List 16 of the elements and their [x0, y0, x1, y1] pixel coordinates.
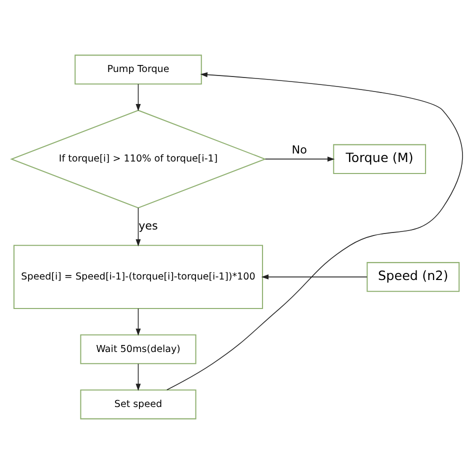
arrow — [136, 207, 141, 246]
arrow — [136, 308, 141, 336]
node-box: Wait 50ms(delay) — [80, 334, 196, 364]
arrow — [261, 274, 368, 280]
arrow — [136, 363, 141, 391]
node-box: Set speed — [80, 390, 196, 420]
edge-label: No — [292, 144, 307, 157]
arrow — [136, 84, 141, 112]
edge-label: yes — [138, 220, 158, 233]
arrow — [264, 156, 335, 162]
node-box: Pump Torque — [74, 54, 202, 84]
node-diamond: If torque[i] > 110% of torque[i-1] — [10, 110, 266, 208]
node-box: Torque (M) — [333, 144, 426, 174]
node-box: Speed (n2) — [366, 262, 460, 292]
node-box: Speed[i] = Speed[i-1]-(torque[i]-torque[i-1])*100 — [13, 244, 264, 310]
arrow — [166, 72, 463, 390]
